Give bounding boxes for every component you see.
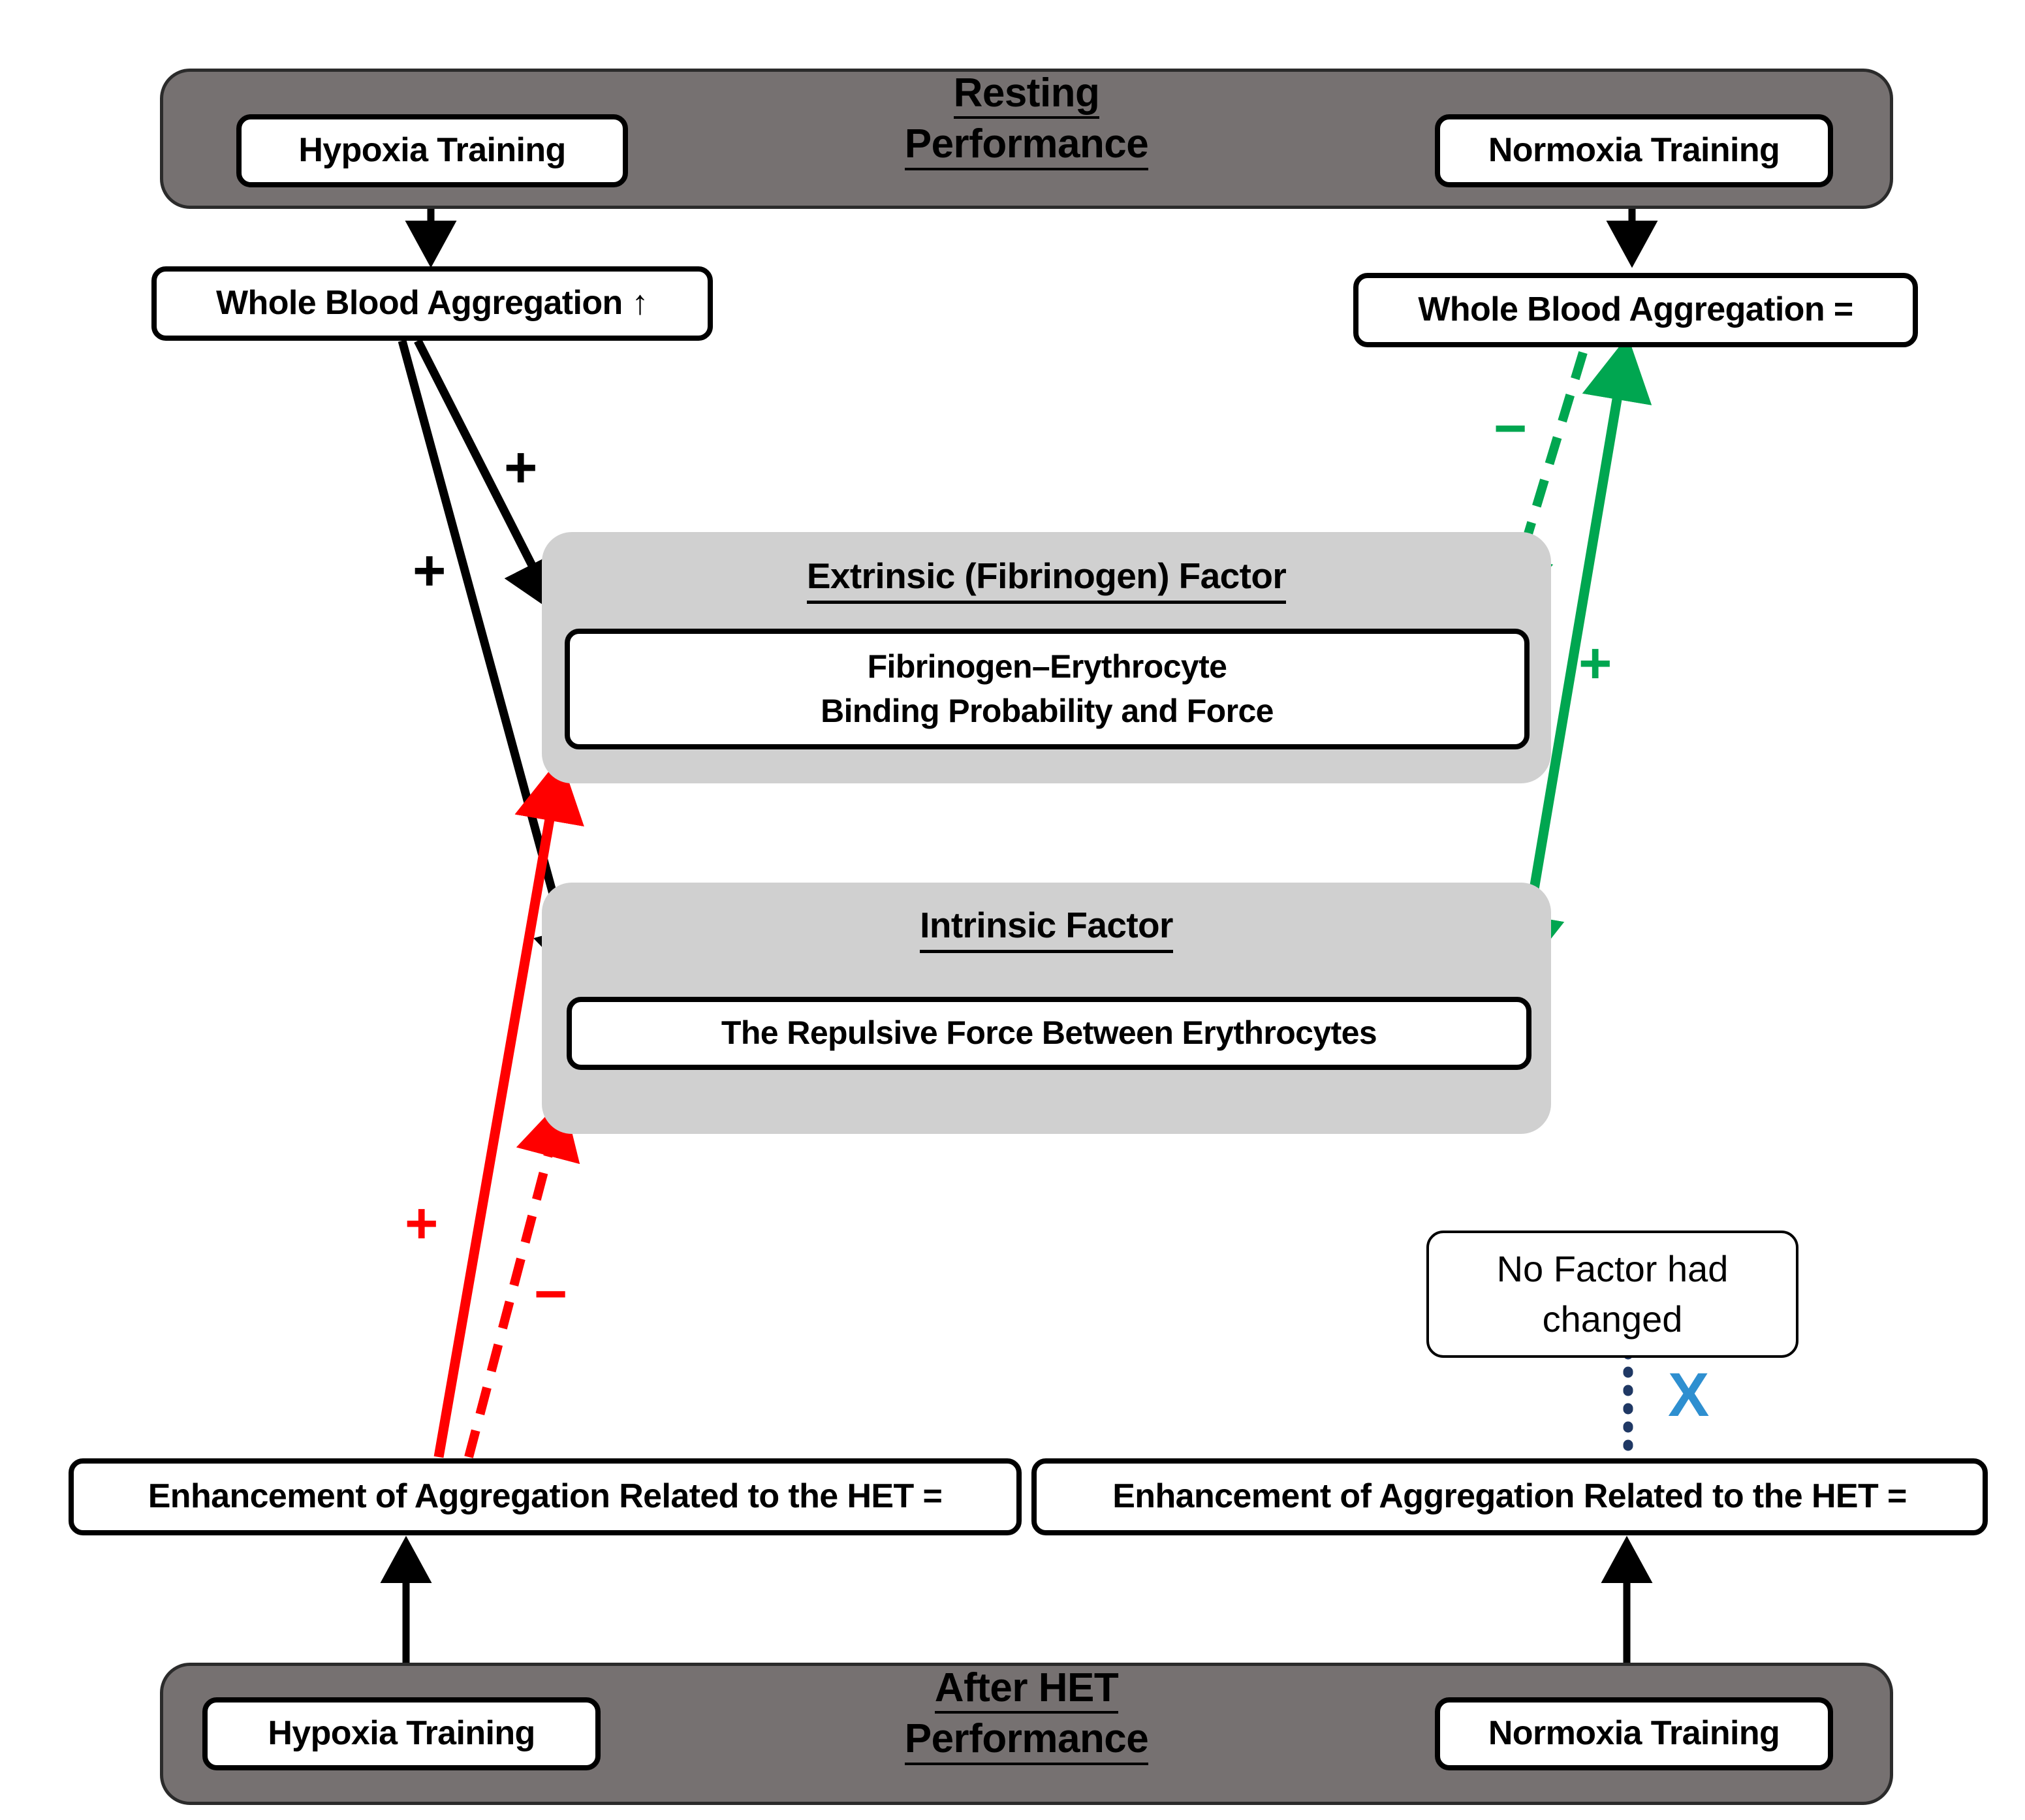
top-normoxia-training-label: Normoxia Training	[1488, 131, 1780, 170]
extrinsic-body-line2: Binding Probability and Force	[821, 692, 1274, 729]
blocked-x-marker: X	[1668, 1360, 1710, 1430]
bottom-normoxia-training-label: Normoxia Training	[1488, 1714, 1780, 1753]
sign-black-plus-upper: +	[504, 435, 538, 499]
extrinsic-factor-body-box[interactable]: Fibrinogen–Erythrocyte Binding Probabili…	[565, 629, 1530, 749]
resting-performance-title: Resting Performance	[160, 71, 1893, 170]
no-factor-line2: changed	[1542, 1298, 1683, 1340]
after-het-title-line1: After HET	[934, 1666, 1119, 1714]
after-het-title-line2: Performance	[904, 1718, 1149, 1765]
right-het-enhancement-box[interactable]: Enhancement of Aggregation Related to th…	[1031, 1458, 1988, 1535]
left-het-enhancement-label: Enhancement of Aggregation Related to th…	[148, 1477, 943, 1516]
resting-title-line1: Resting	[953, 71, 1100, 119]
bottom-hypoxia-training-box[interactable]: Hypoxia Training	[202, 1697, 601, 1770]
sign-black-plus-lower: +	[413, 538, 447, 603]
left-whole-blood-aggregation-box[interactable]: Whole Blood Aggregation ↑	[151, 266, 713, 341]
intrinsic-body-line1: The Repulsive Force Between Erythrocytes	[721, 1014, 1377, 1052]
intrinsic-factor-title: Intrinsic Factor	[542, 904, 1551, 953]
after-het-performance-title: After HET Performance	[160, 1666, 1893, 1765]
no-factor-line1: No Factor had	[1496, 1248, 1729, 1290]
sign-green-plus: +	[1578, 631, 1612, 695]
sign-green-minus: −	[1494, 396, 1528, 460]
top-normoxia-training-box[interactable]: Normoxia Training	[1435, 114, 1833, 187]
top-hypoxia-training-label: Hypoxia Training	[298, 131, 566, 170]
intrinsic-factor-body-box[interactable]: The Repulsive Force Between Erythrocytes	[567, 997, 1531, 1070]
sign-red-minus: −	[534, 1261, 568, 1326]
arrow-left-het-to-extrinsic-solid	[433, 757, 584, 1458]
right-whole-blood-aggregation-box[interactable]: Whole Blood Aggregation =	[1353, 273, 1918, 347]
extrinsic-body-line1: Fibrinogen–Erythrocyte	[867, 648, 1227, 685]
bottom-hypoxia-training-label: Hypoxia Training	[268, 1714, 535, 1753]
left-whole-blood-aggregation-label: Whole Blood Aggregation ↑	[216, 284, 648, 322]
no-factor-changed-box[interactable]: No Factor had changed	[1426, 1231, 1798, 1358]
resting-title-line2: Performance	[904, 123, 1149, 170]
right-whole-blood-aggregation-label: Whole Blood Aggregation =	[1418, 290, 1853, 329]
left-het-enhancement-box[interactable]: Enhancement of Aggregation Related to th…	[69, 1458, 1022, 1535]
bottom-normoxia-training-box[interactable]: Normoxia Training	[1435, 1697, 1833, 1770]
sign-red-plus: +	[405, 1191, 439, 1255]
right-het-enhancement-label: Enhancement of Aggregation Related to th…	[1112, 1477, 1907, 1516]
extrinsic-factor-title: Extrinsic (Fibrinogen) Factor	[542, 555, 1551, 604]
top-hypoxia-training-box[interactable]: Hypoxia Training	[236, 114, 628, 187]
